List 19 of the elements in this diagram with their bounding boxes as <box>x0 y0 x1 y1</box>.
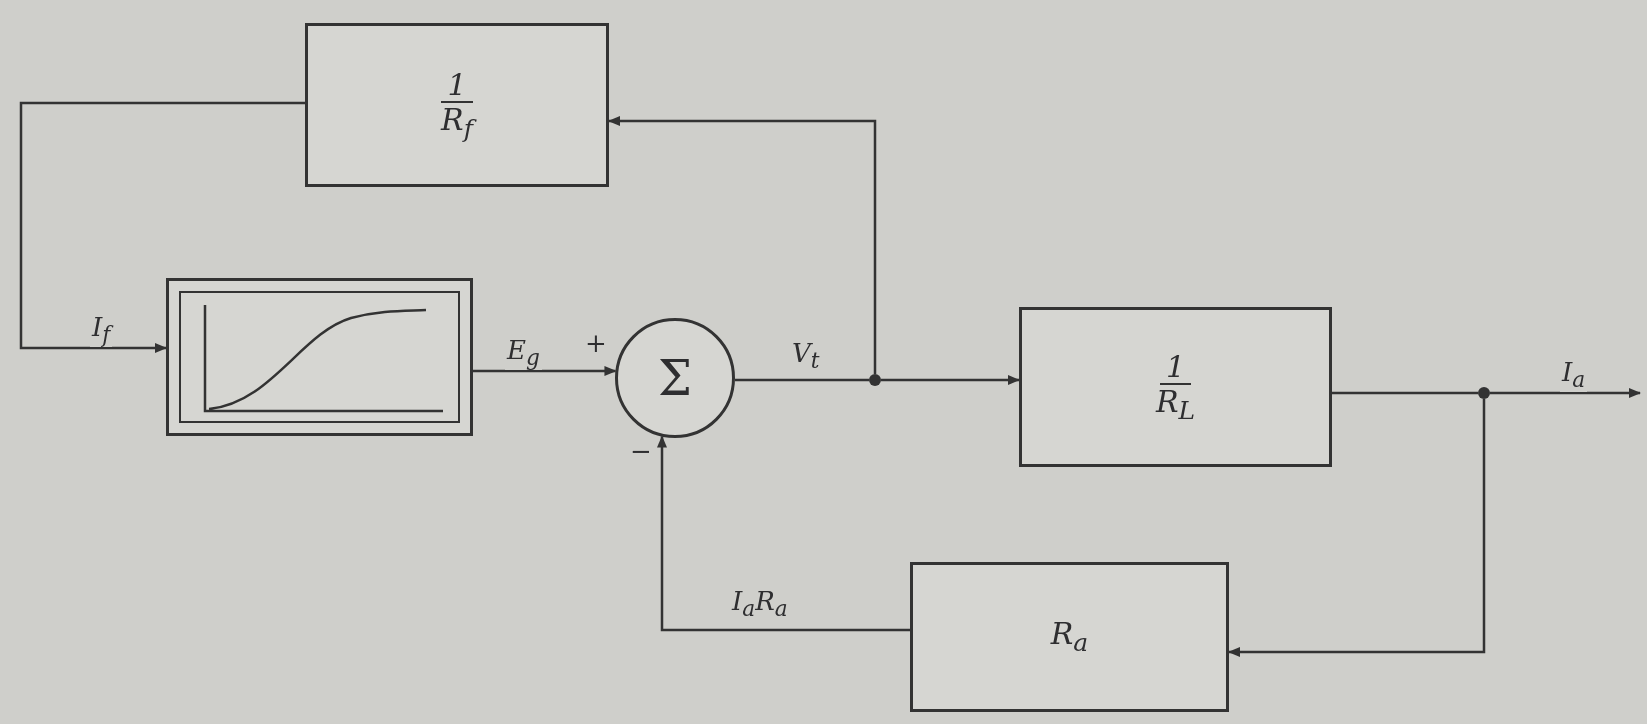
block-box <box>1019 307 1332 467</box>
junction-dot <box>1478 387 1490 399</box>
sum-symbol: Σ <box>657 351 693 405</box>
characteristic-curve-box <box>166 278 473 436</box>
arrow <box>881 375 1020 385</box>
block-box <box>305 23 609 187</box>
arrow <box>1228 399 1486 657</box>
fraction-denominator: R$_{f}$ <box>435 102 479 143</box>
fraction-numerator: 1 <box>441 67 473 103</box>
arrow <box>1490 388 1641 398</box>
arrow <box>473 366 617 376</box>
junction-dot <box>869 374 881 386</box>
arrow <box>608 116 877 374</box>
arrow <box>657 435 910 632</box>
block-box <box>910 562 1229 712</box>
arrow <box>19 101 305 353</box>
fraction-numerator: 1 <box>1159 349 1192 385</box>
block-label: R$_{a}$ <box>1049 617 1090 657</box>
fraction-denominator: R$_{L}$ <box>1154 384 1197 425</box>
